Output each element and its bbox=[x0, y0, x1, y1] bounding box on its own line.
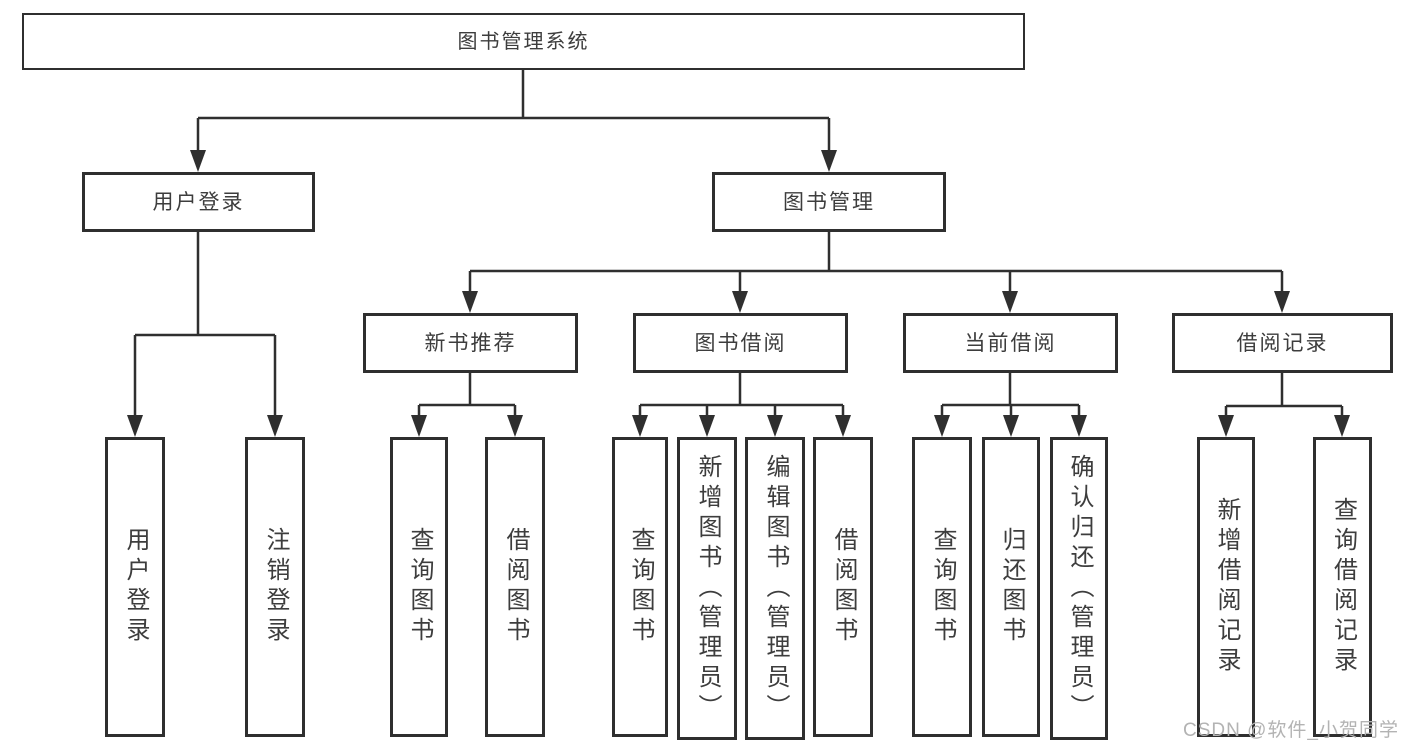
node-leaf-user-login: 用户登录 bbox=[105, 437, 165, 737]
node-label: 查询图书 bbox=[929, 527, 956, 647]
node-label: 借阅记录 bbox=[1236, 331, 1329, 355]
node-leaf-borrow-books-recommend: 借阅图书 bbox=[485, 437, 545, 737]
node-leaf-confirm-return-admin: 确认归还（管理员） bbox=[1050, 437, 1108, 740]
node-book-management-branch: 图书管理 bbox=[712, 172, 946, 232]
node-label: 归还图书 bbox=[998, 527, 1025, 647]
node-label: 查询借阅记录 bbox=[1329, 497, 1357, 677]
node-leaf-query-books-recommend: 查询图书 bbox=[390, 437, 448, 737]
connector-user-branch bbox=[133, 232, 277, 417]
node-label: 查询图书 bbox=[627, 527, 654, 647]
node-leaf-query-borrow-record: 查询借阅记录 bbox=[1313, 437, 1372, 737]
node-leaf-logout: 注销登录 bbox=[245, 437, 305, 737]
node-current-borrow: 当前借阅 bbox=[903, 313, 1118, 373]
node-label: 图书管理系统 bbox=[457, 30, 590, 53]
connector-book-borrow bbox=[638, 373, 845, 417]
node-borrow-records: 借阅记录 bbox=[1172, 313, 1393, 373]
connector-borrow-records bbox=[1224, 373, 1344, 417]
node-label: 借阅图书 bbox=[502, 527, 529, 647]
node-label: 用户登录 bbox=[152, 190, 245, 214]
node-book-borrow: 图书借阅 bbox=[633, 313, 848, 373]
node-label: 新增借阅记录 bbox=[1213, 497, 1240, 677]
connector-book-branch bbox=[468, 232, 1284, 293]
node-label: 图书管理 bbox=[783, 190, 875, 214]
node-leaf-query-books-borrow: 查询图书 bbox=[612, 437, 668, 737]
node-leaf-borrow-books: 借阅图书 bbox=[813, 437, 873, 737]
node-leaf-add-books-admin: 新增图书（管理员） bbox=[677, 437, 737, 740]
node-label: 注销登录 bbox=[262, 527, 289, 647]
node-label: 图书借阅 bbox=[694, 331, 787, 355]
node-leaf-query-books-current: 查询图书 bbox=[912, 437, 972, 737]
connector-new-book bbox=[417, 373, 517, 417]
node-leaf-add-borrow-record: 新增借阅记录 bbox=[1197, 437, 1255, 737]
node-leaf-edit-books-admin: 编辑图书（管理员） bbox=[745, 437, 805, 740]
node-label: 新书推荐 bbox=[424, 331, 517, 355]
node-label: 编辑图书（管理员） bbox=[762, 453, 789, 724]
node-label: 新增图书（管理员） bbox=[694, 453, 721, 724]
node-label: 借阅图书 bbox=[830, 527, 857, 647]
node-root-system: 图书管理系统 bbox=[22, 13, 1025, 70]
csdn-watermark: CSDN @软件_小贺同学 bbox=[1183, 720, 1399, 741]
node-label: 确认归还（管理员） bbox=[1066, 453, 1093, 724]
connector-root bbox=[196, 70, 831, 152]
node-leaf-return-books: 归还图书 bbox=[982, 437, 1040, 737]
node-label: 用户登录 bbox=[122, 527, 149, 647]
node-label: 查询图书 bbox=[406, 527, 433, 647]
node-label: 当前借阅 bbox=[964, 331, 1057, 355]
node-user-login-branch: 用户登录 bbox=[82, 172, 315, 232]
node-new-book-recommend: 新书推荐 bbox=[363, 313, 578, 373]
connector-current-borrow bbox=[940, 373, 1081, 417]
